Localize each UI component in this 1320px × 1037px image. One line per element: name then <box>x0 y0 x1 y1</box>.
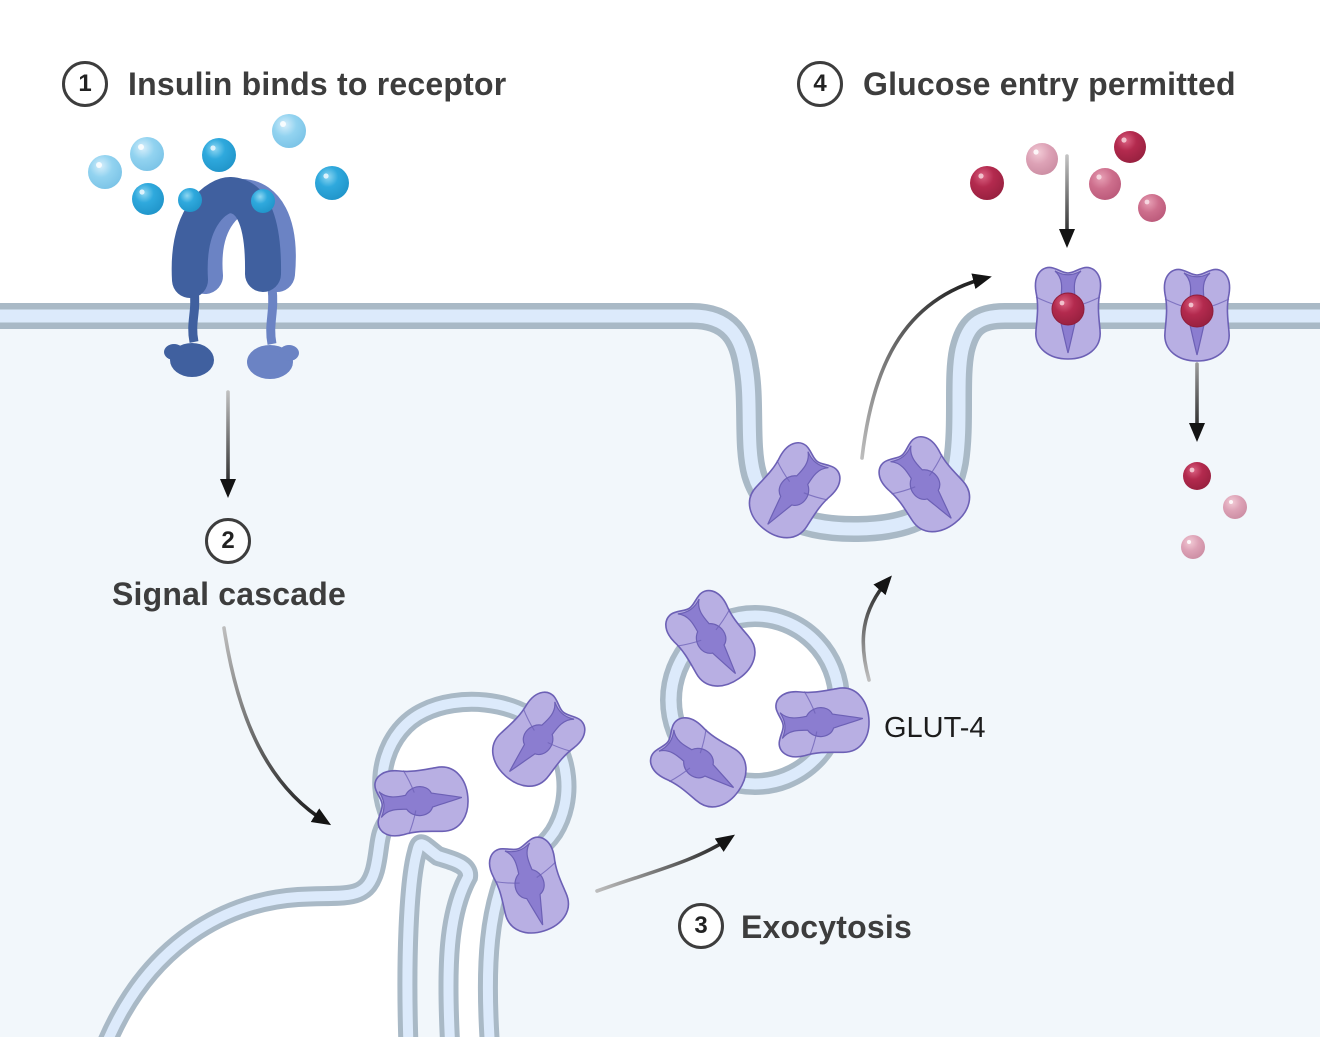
insulin-molecule-bound <box>251 189 275 213</box>
step-2-badge: 2 <box>205 518 251 564</box>
insulin-molecule <box>88 114 349 215</box>
glut4-transporter <box>773 684 873 760</box>
arrow-fusion-to-transporter <box>860 273 992 460</box>
arrow-exocytosis <box>595 834 735 893</box>
insulin-molecule-bound <box>178 188 202 212</box>
step-4-number: 4 <box>813 70 827 97</box>
step-1-title: Insulin binds to receptor <box>128 66 507 102</box>
step-1-number: 1 <box>78 70 92 97</box>
glucose-molecule-intracellular <box>1181 462 1247 559</box>
glut4-transporter-membrane <box>1035 267 1100 359</box>
step-3-number: 3 <box>694 912 708 939</box>
step-3-badge: 3 <box>678 903 724 949</box>
extracellular-region <box>0 0 1320 530</box>
arrow-vesicle-to-membrane <box>861 575 892 682</box>
glut4-transporter <box>372 763 472 839</box>
glut4-label: GLUT-4 <box>884 712 986 744</box>
step-1-badge: 1 <box>62 61 108 107</box>
insulin-receptor <box>164 176 299 379</box>
plasma-membrane <box>0 303 1320 543</box>
step-2-number: 2 <box>221 527 235 554</box>
glucose-molecule <box>970 131 1166 222</box>
step-3-title: Exocytosis <box>741 909 912 945</box>
glut4-transporter-membrane <box>1164 269 1229 361</box>
arrow-signal-cascade <box>222 626 332 826</box>
step-2-title: Signal cascade <box>112 576 347 612</box>
step-4-badge: 4 <box>797 61 843 107</box>
step-4-title: Glucose entry permitted <box>863 66 1236 102</box>
